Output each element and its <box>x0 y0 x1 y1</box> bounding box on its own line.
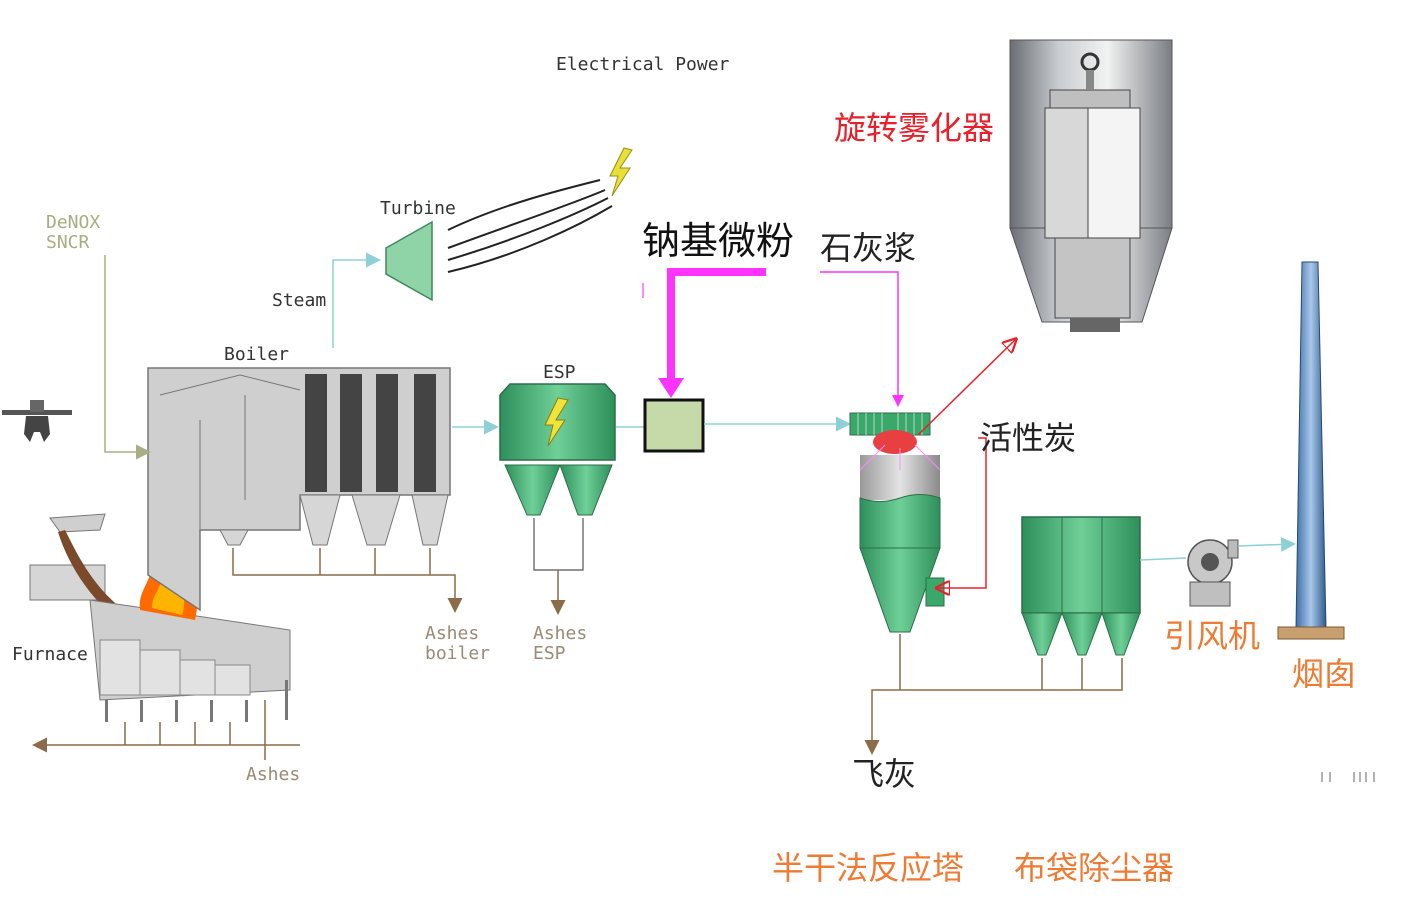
ashes-boiler-label-1: Ashes <box>425 623 480 644</box>
steam-label: Steam <box>272 290 327 311</box>
ashes-boiler-label-2: boiler <box>425 643 491 664</box>
tick-marks <box>1321 772 1375 782</box>
chimney <box>1277 261 1345 640</box>
boiler <box>147 367 451 612</box>
ashes-label: Ashes <box>246 764 301 785</box>
esp-unit <box>499 383 616 516</box>
turbine <box>385 220 433 302</box>
ashes-esp-label-1: Ashes <box>533 623 588 644</box>
sodium-powder-mixer <box>643 398 705 453</box>
activated-carbon-label: 活性炭 <box>980 419 1077 457</box>
furnace <box>29 513 291 722</box>
sodium-powder-label: 钠基微粉 <box>642 219 795 263</box>
sncr-label: SNCR <box>46 232 90 253</box>
semi-dry-reactor <box>849 412 945 633</box>
turbine-label: Turbine <box>380 198 456 219</box>
electrical-power-label: Electrical Power <box>556 54 730 75</box>
chimney-label: 烟囱 <box>1292 655 1357 693</box>
boiler-label: Boiler <box>224 344 290 365</box>
induced-draft-fan-label: 引风机 <box>1164 617 1261 655</box>
semi-dry-reactor-label: 半干法反应塔 <box>772 849 965 887</box>
fan-icon <box>1187 539 1239 607</box>
rotary-atomizer <box>1009 39 1173 332</box>
furnace-label: Furnace <box>12 644 88 665</box>
lime-slurry-label: 石灰浆 <box>820 229 917 267</box>
ashes-esp-label-2: ESP <box>533 643 566 664</box>
rotary-atomizer-label: 旋转雾化器 <box>834 109 995 147</box>
bag-filter <box>1021 516 1141 656</box>
crane-grab-icon <box>2 400 72 442</box>
lightning-icon <box>609 147 633 197</box>
denox-label: DeNOX <box>46 212 101 233</box>
bag-filter-label: 布袋除尘器 <box>1014 849 1175 887</box>
fly-ash-label: 飞灰 <box>852 755 917 793</box>
esp-label: ESP <box>543 362 576 383</box>
